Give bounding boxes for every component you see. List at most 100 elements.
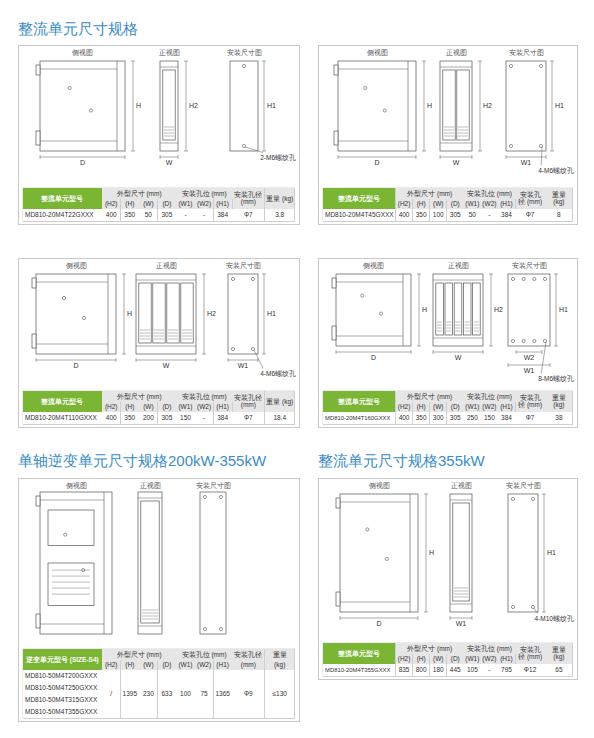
grille-line xyxy=(444,127,454,128)
table-header-cell: (W2) xyxy=(195,199,214,210)
table-header-cell: (W) xyxy=(430,199,448,210)
grille-line xyxy=(465,328,470,329)
table-header-cell: 外型尺寸 (mm) xyxy=(102,391,177,403)
mounting-hole xyxy=(219,627,222,630)
side-view-line xyxy=(340,602,410,603)
grille-line xyxy=(465,325,470,326)
table-value: - xyxy=(481,209,499,222)
mounting-hole xyxy=(219,495,222,498)
table-value: 800 xyxy=(413,664,431,677)
table-header-cell: 安装孔位 (mm) xyxy=(464,391,516,403)
mounting-hole xyxy=(242,64,245,67)
table-value: 350 xyxy=(413,209,431,222)
internal-module xyxy=(48,510,94,546)
leader-line xyxy=(534,608,538,614)
grille-line xyxy=(474,328,479,329)
table-header-cell: 外型尺寸 (mm) xyxy=(396,188,465,200)
front-view-outline xyxy=(138,492,162,634)
mounting-tab xyxy=(336,592,340,606)
mounting-hole xyxy=(543,277,546,280)
dimension-tick xyxy=(478,61,482,62)
module-slot xyxy=(167,283,179,343)
panel-frame xyxy=(19,259,300,428)
dimension-tick xyxy=(202,274,206,275)
view-label: 正视图 xyxy=(446,49,467,56)
table-header-cell: (H) xyxy=(121,660,140,671)
grille-line xyxy=(437,331,442,332)
table-value: 305 xyxy=(447,209,465,222)
mounting-tab xyxy=(32,278,36,288)
dimension-tick xyxy=(228,358,229,362)
fin-line xyxy=(52,576,90,577)
grille-line xyxy=(142,616,158,617)
table-header-cell: (H1) xyxy=(214,660,233,671)
dimension-tick xyxy=(160,155,161,159)
side-view-line xyxy=(36,344,108,345)
view-label: 侧视图 xyxy=(72,49,93,56)
mounting-tab xyxy=(332,278,336,288)
module-slot xyxy=(153,283,165,343)
section-heading: 单轴逆变单元尺寸规格200kW-355kW xyxy=(18,453,266,470)
screw-hole-note: 8-M6螺纹孔 xyxy=(538,375,574,382)
mounting-hole xyxy=(522,277,525,280)
dimension-tick xyxy=(472,155,473,159)
dimension-label: H1 xyxy=(267,102,276,110)
table-header-cell: 安装孔径 (mm) xyxy=(232,391,265,413)
table-value: 1365 xyxy=(214,670,233,719)
front-band-line xyxy=(138,626,162,627)
dimension-label: H2 xyxy=(189,102,198,110)
table-header-cell: (H) xyxy=(121,402,140,413)
grille-line xyxy=(458,136,468,137)
table-header-cell: 重量 (kg) xyxy=(545,643,573,665)
dimension-label: H1 xyxy=(555,102,564,110)
table-header-cell: (D) xyxy=(447,402,465,413)
table-header-cell: (H2) xyxy=(102,199,121,210)
table-value: 250 xyxy=(464,412,482,425)
dimension-label: D xyxy=(371,354,376,362)
dimension-tick xyxy=(546,155,547,159)
dimension-tick xyxy=(122,354,126,355)
dimension-tick xyxy=(554,346,558,347)
table-header-cell: 安装孔径 (mm) xyxy=(232,188,265,210)
dimension-label: W1 xyxy=(456,620,467,628)
dimension-tick xyxy=(542,494,546,495)
dimension-line xyxy=(508,365,550,366)
mounting-hole xyxy=(366,528,369,531)
mounting-tab xyxy=(36,614,40,628)
front-view-outline xyxy=(450,494,472,612)
front-band-line xyxy=(440,143,472,144)
dimension-tick xyxy=(554,274,558,275)
grille-line xyxy=(164,130,174,131)
dimension-label: D xyxy=(376,620,381,628)
table-header-cell: (D) xyxy=(158,660,177,671)
table-header-cell: (H1) xyxy=(498,654,516,665)
panel-frame xyxy=(19,479,300,722)
view-label: 正视图 xyxy=(159,49,180,56)
mounting-hole xyxy=(89,109,92,112)
dimension-tick xyxy=(262,61,266,62)
table-value: Φ7 xyxy=(515,209,546,222)
table-header-cell: 外型尺寸 (mm) xyxy=(102,188,177,200)
view-label: 正视图 xyxy=(451,482,472,489)
dimension-line xyxy=(556,274,557,346)
dimension-line xyxy=(124,274,125,354)
table-header-cell: (W1) xyxy=(176,402,195,413)
table-header-cell: (H2) xyxy=(396,402,414,413)
side-view-line xyxy=(40,624,104,625)
table-header-cell: (W) xyxy=(139,199,158,210)
dimension-tick xyxy=(550,363,551,367)
grille-line xyxy=(454,588,468,589)
view-label: 侧视图 xyxy=(367,49,388,56)
table-value: 305 xyxy=(158,412,177,425)
mounting-hole xyxy=(64,533,67,536)
grille-line xyxy=(455,322,460,323)
dimension-tick xyxy=(116,358,117,362)
grille-line xyxy=(154,339,164,340)
dimension-line xyxy=(264,274,265,354)
dimension-line xyxy=(544,494,545,612)
back-plate-line xyxy=(108,274,109,354)
dimension-label: W xyxy=(163,362,170,370)
table-value: 305 xyxy=(158,209,177,222)
grille-line xyxy=(465,322,470,323)
